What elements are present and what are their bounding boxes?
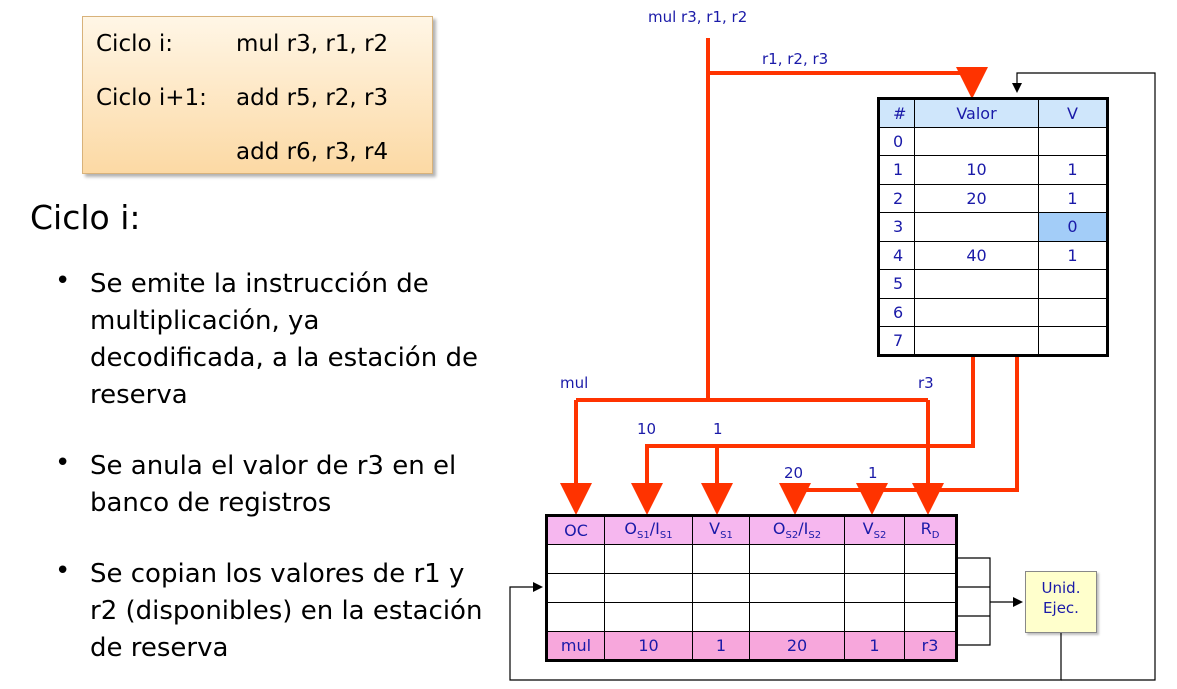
register-bank: # Valor V 0 1 10 1 2 20 1 3 0 4 40 1 5 6… [877, 97, 1109, 357]
instruction-text: add r6, r3, r4 [236, 139, 389, 165]
reg-value [914, 297, 1039, 327]
col-header-os1: OS1/IS1 [604, 515, 693, 545]
reg-index: 6 [878, 297, 915, 327]
register-row: 6 [878, 297, 1108, 327]
bullet-text: Se copian los valores de r1 y r2 (dispon… [90, 559, 483, 663]
reg-index: 0 [878, 126, 915, 156]
vs2-label: 1 [868, 464, 878, 482]
instruction-text: add r5, r2, r3 [236, 85, 389, 111]
reg-value [914, 126, 1039, 156]
feedback-wire [509, 582, 1062, 681]
register-row: 0 [878, 126, 1108, 156]
reg-valid [1038, 269, 1108, 299]
os1-label: 10 [637, 420, 657, 438]
reg-valid: 1 [1038, 240, 1108, 270]
r2-wire [779, 357, 1019, 515]
execution-unit: Unid. Ejec. [1025, 571, 1097, 633]
instruction-text: mul r3, r1, r2 [236, 31, 389, 57]
col-header-rd: RD [904, 515, 957, 545]
register-row: 3 0 [878, 212, 1108, 242]
reg-valid [1038, 326, 1108, 356]
register-row: 2 20 1 [878, 183, 1108, 213]
cycle-label: Ciclo i+1: [96, 85, 207, 111]
reg-value [914, 326, 1039, 356]
register-row: 4 40 1 [878, 240, 1108, 270]
bullet-text: Se emite la instrucción de multiplicació… [90, 269, 478, 410]
rs-os1: 10 [604, 631, 693, 661]
opcode-label: mul [560, 374, 589, 392]
reg-value: 40 [914, 240, 1039, 270]
writeback-wire [1012, 72, 1156, 681]
reg-value: 20 [914, 183, 1039, 213]
col-header-os2: OS2/IS2 [749, 515, 845, 545]
rs-entry-row: mul 10 1 20 1 r3 [546, 631, 957, 661]
reg-valid-highlighted: 0 [1038, 212, 1108, 242]
vs1-label: 1 [713, 420, 723, 438]
rs-empty-row [546, 544, 957, 574]
rs-oc: mul [546, 631, 605, 661]
reg-index: 4 [878, 240, 915, 270]
bullet-dot: • [55, 266, 71, 296]
reg-valid [1038, 297, 1108, 327]
reg-read-label: r1, r2, r3 [762, 50, 829, 68]
r1-wire [631, 357, 975, 515]
os2-label: 20 [784, 464, 804, 482]
rs-header-row: OC OS1/IS1 VS1 OS2/IS2 VS2 RD [546, 515, 957, 545]
instruction-box: Ciclo i: mul r3, r1, r2 Ciclo i+1: add r… [82, 16, 433, 174]
rs-rd: r3 [904, 631, 957, 661]
col-header-vs2: VS2 [844, 515, 905, 545]
reg-index: 1 [878, 155, 915, 185]
rs-vs2: 1 [844, 631, 905, 661]
register-row: 7 [878, 326, 1108, 356]
rs-empty-row [546, 602, 957, 632]
reg-value [914, 212, 1039, 242]
col-header: # [878, 98, 915, 128]
bullet-text: Se anula el valor de r3 en el banco de r… [90, 451, 457, 518]
cycle-label: Ciclo i: [96, 31, 174, 57]
reg-value [914, 269, 1039, 299]
reg-index: 7 [878, 326, 915, 356]
section-heading: Ciclo i: [30, 198, 141, 237]
reg-value: 10 [914, 155, 1039, 185]
exec-unit-label: Unid. [1041, 579, 1081, 597]
register-row: 1 10 1 [878, 155, 1108, 185]
rs-vs1: 1 [692, 631, 750, 661]
bullet-dot: • [55, 556, 71, 586]
reg-read-wire [708, 67, 988, 99]
rs-os2: 20 [749, 631, 845, 661]
col-header-oc: OC [546, 515, 605, 545]
dest-label: r3 [918, 374, 934, 392]
reg-index: 5 [878, 269, 915, 299]
bullet-dot: • [55, 448, 71, 478]
col-header-vs1: VS1 [692, 515, 750, 545]
reg-valid: 1 [1038, 183, 1108, 213]
reservation-station: OC OS1/IS1 VS1 OS2/IS2 VS2 RD mul 10 1 2… [545, 514, 958, 662]
instr-in-label: mul r3, r1, r2 [648, 8, 748, 26]
reg-index: 2 [878, 183, 915, 213]
rs-row-output [958, 557, 991, 646]
register-header-row: # Valor V [878, 98, 1108, 128]
rs-empty-row [546, 573, 957, 603]
register-row: 5 [878, 269, 1108, 299]
col-header: Valor [914, 98, 1039, 128]
reg-valid: 1 [1038, 155, 1108, 185]
reg-index: 3 [878, 212, 915, 242]
col-header: V [1038, 98, 1108, 128]
reg-valid [1038, 126, 1108, 156]
exec-unit-label: Ejec. [1043, 599, 1079, 617]
